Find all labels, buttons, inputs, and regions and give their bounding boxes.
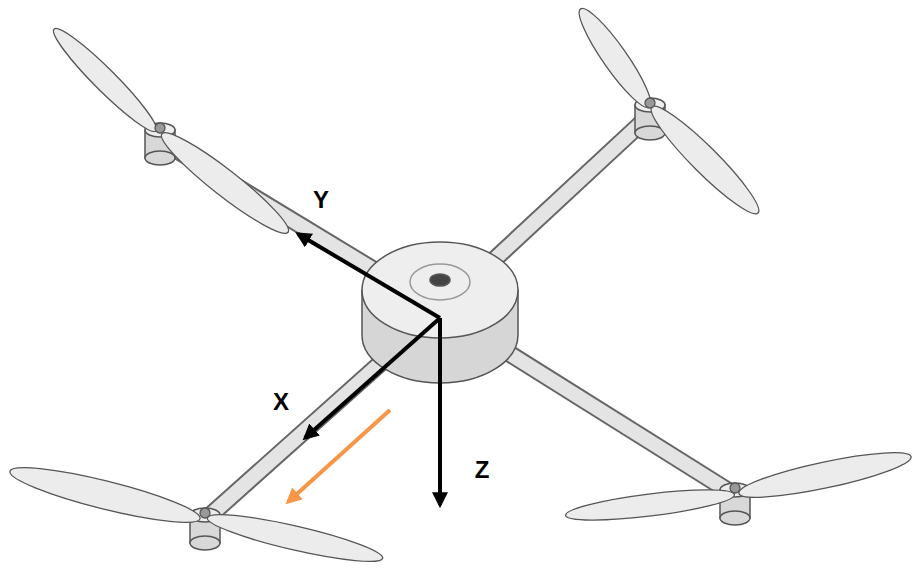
axes (298, 234, 440, 505)
arms (160, 115, 735, 520)
axis-label: Z (475, 458, 490, 482)
axis-label: Y (313, 188, 329, 212)
propellers (7, 2, 914, 568)
axis-label: X (273, 390, 289, 414)
direction-arrow (288, 410, 390, 502)
motors (145, 98, 750, 550)
